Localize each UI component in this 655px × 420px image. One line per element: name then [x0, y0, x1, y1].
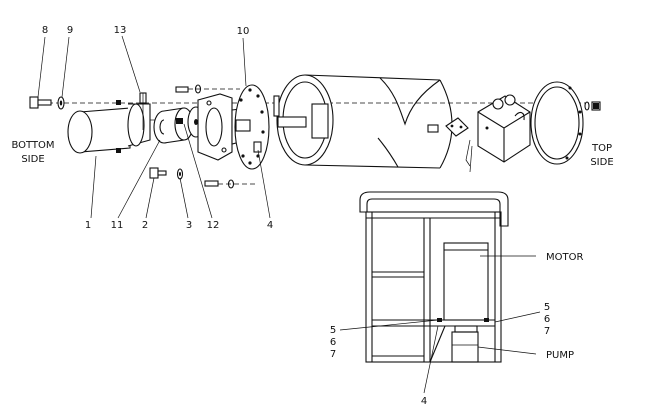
junction-box — [427, 94, 531, 173]
pump-label: PUMP — [546, 350, 574, 361]
part-2-bolt — [149, 167, 167, 179]
top-side-label-line2: SIDE — [590, 157, 613, 168]
callout-4-upper: 4 — [267, 220, 273, 231]
callout-6-right: 6 — [544, 314, 550, 325]
bottom-side-label-line1: BOTTOM — [11, 140, 54, 151]
part-1-end-housing — [67, 100, 165, 154]
callout-12: 12 — [207, 220, 220, 231]
motor-label: MOTOR — [546, 252, 583, 263]
part-10-flange-plate — [234, 84, 270, 170]
callout-2: 2 — [142, 220, 148, 231]
callout-11: 11 — [111, 220, 124, 231]
flange-screws-upper — [175, 84, 240, 94]
motor-body-exploded — [273, 74, 453, 169]
assembled-view — [359, 191, 509, 363]
part-8-bolt — [29, 96, 52, 109]
flange-screws-lower — [204, 179, 256, 189]
callout-10: 10 — [237, 26, 250, 37]
bottom-side-label-line2: SIDE — [21, 154, 44, 165]
callout-5-right: 5 — [544, 302, 550, 313]
callout-5-left: 5 — [330, 325, 336, 336]
callout-7-right: 7 — [544, 326, 550, 337]
top-end-cover — [530, 81, 601, 165]
leader-lines — [37, 35, 541, 394]
part-13-key — [139, 92, 147, 130]
part-3-washer — [176, 168, 184, 180]
callout-7-left: 7 — [330, 349, 336, 360]
callout-4-lower: 4 — [421, 396, 427, 407]
part-9-washer — [57, 96, 65, 110]
callout-13: 13 — [114, 25, 127, 36]
callout-9: 9 — [67, 25, 73, 36]
callout-8: 8 — [42, 25, 48, 36]
callout-3: 3 — [186, 220, 192, 231]
callout-1: 1 — [85, 220, 91, 231]
top-side-label-line1: TOP — [591, 143, 612, 154]
callout-6-left: 6 — [330, 337, 336, 348]
part-11-coupling — [153, 107, 194, 144]
